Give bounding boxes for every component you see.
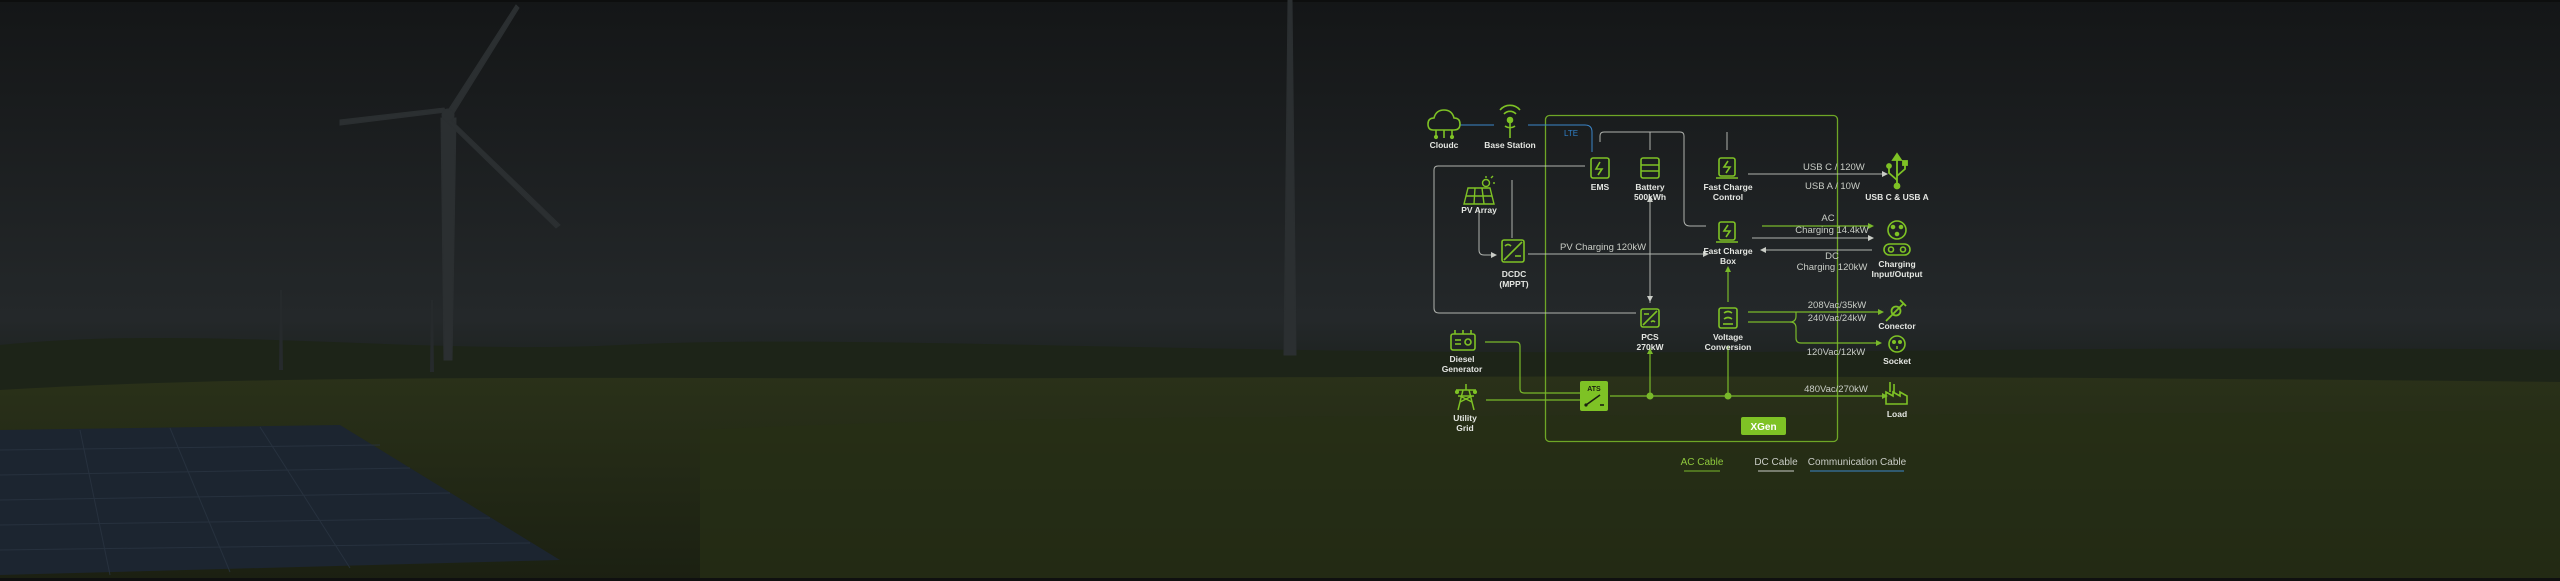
legend: AC Cable DC Cable Communication Cable [1681,457,1907,472]
base-station-label: Base Station [1484,140,1536,150]
xgen-badge-text: XGen [1750,422,1776,433]
fast-charge-control-label-2: Control [1713,192,1743,202]
ems-icon [1590,157,1610,179]
ems-label: EMS [1591,182,1610,192]
charging-io-label-2: Input/Output [1872,269,1923,279]
diesel-generator-label-1: Diesel [1449,354,1474,364]
usb-c-label: USB C / 120W [1803,162,1865,173]
ev-plug-icon [1883,220,1911,256]
voltage-conversion-label-2: Conversion [1705,342,1752,352]
solar-panel-icon [1463,175,1495,205]
dc-charging-label-1: DC [1825,251,1839,262]
ac-arrows [1646,223,1888,400]
cloud-icon [1427,109,1461,140]
ats-label: ATS [1587,386,1601,393]
utility-grid-label-2: Grid [1456,423,1473,433]
socket-label: Socket [1883,356,1911,366]
dcdc-label-2: (MPPT) [1499,279,1528,289]
ac-charging-label-1: AC [1821,213,1834,224]
v120-label: 120Vac/12kW [1807,347,1865,358]
transformer-icon [1718,307,1738,329]
ac-charging-label-2: Charging 14.4kW [1795,225,1868,236]
utility-grid-label-1: Utility [1453,413,1477,423]
conector-label: Conector [1878,321,1916,331]
legend-dc-label: DC Cable [1754,457,1798,468]
ats-switch: ATS [1580,381,1608,411]
legend-ac-label: AC Cable [1681,457,1724,468]
fast-charge-box-label-2: Box [1720,256,1736,266]
legend-comm-label: Communication Cable [1808,457,1907,468]
battery-label-1: Battery [1635,182,1665,192]
pcs-label-1: PCS [1641,332,1659,342]
antenna-icon [1499,104,1521,138]
fast-charge-box-label-1: Fast Charge [1703,246,1752,256]
v480-label: 480Vac/270kW [1804,384,1868,395]
pv-charging-label: PV Charging 120kW [1560,242,1646,253]
xgen-badge [1741,417,1786,435]
diesel-generator-label-2: Generator [1442,364,1483,374]
fast-charge-control-label-1: Fast Charge [1703,182,1752,192]
system-frame [1544,114,1839,443]
charger-box-icon [1716,221,1738,243]
pcs-label-2: 270kW [1637,342,1665,352]
converter-icon [1501,239,1525,263]
usb-icon [1886,152,1908,190]
generator-icon [1450,330,1476,351]
dc-charging-label-2: Charging 120kW [1797,262,1868,273]
dcdc-label-1: DCDC [1502,269,1527,279]
socket-icon [1888,335,1906,353]
dc-lines [1433,131,1886,314]
battery-icon [1640,157,1660,179]
load-label: Load [1887,409,1907,419]
factory-icon [1885,382,1908,405]
cloudc-label: Cloudc [1430,140,1459,150]
usb-a-label: USB A / 10W [1805,181,1860,192]
v208-label: 208Vac/35kW [1808,300,1866,311]
ac-lines [1485,225,1886,401]
pv-array-label: PV Array [1461,205,1497,215]
battery-label-2: 500kWh [1634,192,1666,202]
lte-label: LTE [1564,129,1578,138]
usb-label: USB C & USB A [1865,192,1928,202]
power-tower-icon [1454,384,1478,411]
v240-label: 240Vac/24kW [1808,313,1866,324]
pcs-icon [1640,308,1660,328]
charger-icon [1716,157,1738,179]
voltage-conversion-label-1: Voltage [1713,332,1743,342]
dc-arrows [1491,171,1888,302]
charging-io-label-1: Charging [1878,259,1915,269]
communication-lines [1460,124,1593,152]
plug-icon [1885,299,1907,322]
